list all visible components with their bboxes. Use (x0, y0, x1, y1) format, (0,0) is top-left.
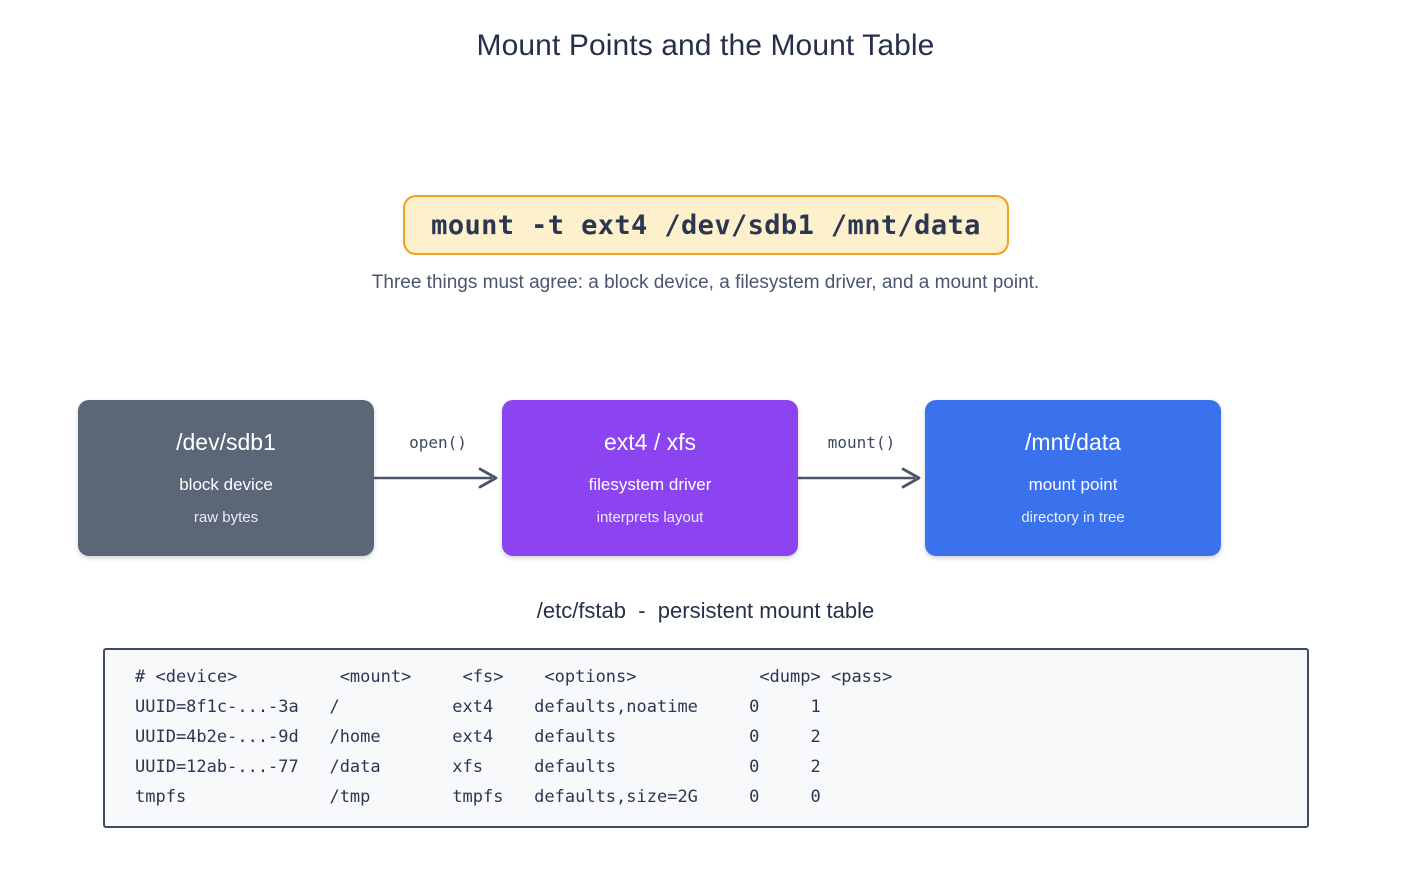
arrow-label-open: open() (409, 433, 467, 452)
arrow-open: open() (374, 400, 502, 556)
flow-box-subtitle: filesystem driver (588, 475, 712, 494)
fstab-panel: # <device> <mount> <fs> <options> <dump>… (103, 648, 1309, 828)
arrow-mount: mount() (798, 400, 925, 556)
flow-box-filesystem-driver: ext4 / xfs filesystem driver interprets … (502, 400, 798, 556)
table-row: UUID=12ab-...-77 /data xfs defaults 0 2 (135, 757, 821, 777)
page-title: Mount Points and the Mount Table (476, 29, 935, 62)
flow-box-subtitle: block device (179, 475, 273, 494)
flow-box-detail: interprets layout (596, 509, 704, 526)
fstab-caption: /etc/fstab - persistent mount table (536, 598, 875, 623)
table-row: UUID=4b2e-...-9d /home ext4 defaults 0 2 (135, 727, 821, 747)
table-row: tmpfs /tmp tmpfs defaults,size=2G 0 0 (135, 787, 821, 807)
flow-box-title: /mnt/data (1025, 429, 1121, 455)
flow-box-title: ext4 / xfs (603, 429, 697, 455)
flow-box-mount-point: /mnt/data mount point directory in tree (925, 400, 1221, 556)
table-row: UUID=8f1c-...-3a / ext4 defaults,noatime… (135, 697, 821, 717)
command-caption: Three things must agree: a block device,… (371, 272, 1040, 293)
command-text: mount -t ext4 /dev/sdb1 /mnt/data (431, 209, 981, 241)
flow-box-title: /dev/sdb1 (176, 429, 276, 455)
command-box: mount -t ext4 /dev/sdb1 /mnt/data (403, 195, 1009, 255)
arrow-right-icon (374, 467, 498, 489)
arrow-right-icon (798, 467, 921, 489)
flow-box-subtitle: mount point (1028, 475, 1118, 494)
arrow-label-mount: mount() (827, 433, 896, 452)
flow-box-detail: directory in tree (1021, 509, 1125, 526)
flow-box-detail: raw bytes (193, 509, 259, 526)
fstab-table-header: # <device> <mount> <fs> <options> <dump>… (135, 667, 893, 687)
flow-box-block-device: /dev/sdb1 block device raw bytes (78, 400, 374, 556)
